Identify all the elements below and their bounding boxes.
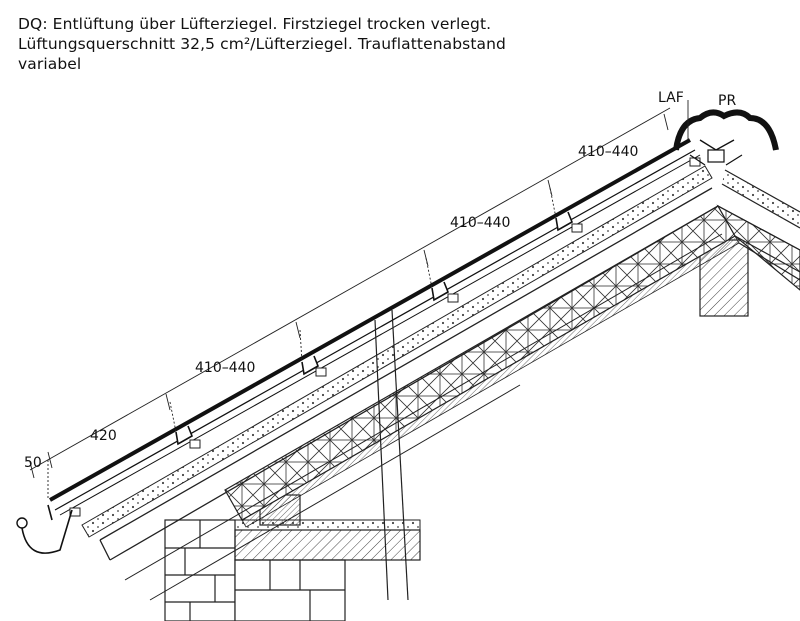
label-ridge-profile: PR	[718, 93, 736, 109]
tile-joints	[175, 211, 574, 446]
label-ridge-clip: LAF	[658, 90, 684, 106]
gutter	[16, 504, 73, 554]
counter-battens	[81, 165, 713, 538]
diagram-caption: DQ: Entlüftung über Lüfterziegel. Firstz…	[18, 14, 578, 74]
dim-eave-overhang: 50	[24, 455, 42, 471]
dimension-lines	[29, 100, 689, 500]
floor-slab	[234, 519, 421, 561]
rafter-left	[99, 187, 723, 601]
caption-line-2: Lüftungsquerschnitt 32,5 cm²/Lüfterziege…	[18, 35, 506, 53]
dim-spacing-3: 410–440	[578, 144, 638, 160]
dim-spacing-2: 410–440	[450, 215, 510, 231]
section-break	[374, 309, 409, 601]
caption-line-1: DQ: Entlüftung über Lüfterziegel. Firstz…	[18, 15, 492, 33]
dim-spacing-1: 410–440	[195, 360, 255, 376]
tile-battens	[69, 157, 701, 517]
ridge-tile	[673, 109, 779, 166]
dim-first-batten: 420	[90, 428, 117, 444]
right-slope-dots	[722, 170, 800, 228]
caption-line-3: variabel	[18, 55, 82, 73]
